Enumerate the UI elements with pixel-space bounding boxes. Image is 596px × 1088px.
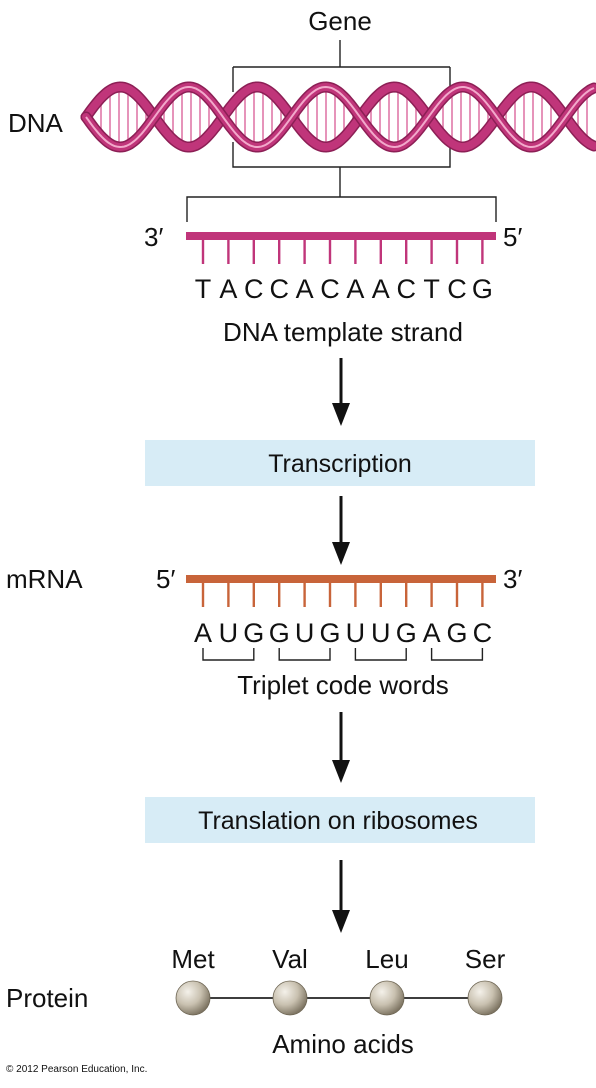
arrow-to-mrna (332, 496, 350, 565)
nucleotide-base: U (346, 618, 366, 648)
amino-acid-label: Leu (365, 944, 408, 974)
nucleotide-base: U (219, 618, 239, 648)
template-bracket (186, 196, 497, 222)
nucleotide-base: T (195, 274, 212, 304)
dna-3prime-label: 3′ (144, 222, 163, 252)
nucleotide-base: A (296, 274, 314, 304)
codon-bracket (278, 648, 331, 661)
helix-strand-highlight (85, 85, 595, 149)
dna-template-ticks (201, 240, 484, 264)
nucleotide-base: G (472, 274, 493, 304)
nucleotide-base: G (243, 618, 264, 648)
amino-acids-label: Amino acids (272, 1029, 414, 1059)
mrna-ticks (201, 583, 484, 607)
nucleotide-base: C (396, 274, 416, 304)
triplet-code-words-label: Triplet code words (237, 670, 448, 700)
nucleotide-base: A (372, 274, 390, 304)
codon-brackets (202, 648, 484, 661)
nucleotide-base: G (396, 618, 417, 648)
helix-strand-back (82, 82, 596, 152)
amino-acid-label: Ser (465, 944, 506, 974)
translation-box (145, 797, 535, 843)
amino-acid-bead (272, 980, 308, 1016)
arrow-to-transcription (332, 358, 350, 426)
dna-double-helix (80, 81, 596, 153)
nucleotide-base: A (194, 618, 212, 648)
nucleotide-base: U (371, 618, 391, 648)
nucleotide-base: C (473, 618, 493, 648)
amino-acid-label: Met (171, 944, 215, 974)
mrna-5prime-label: 5′ (156, 564, 175, 594)
gene-label: Gene (308, 6, 372, 36)
arrow-to-translation (332, 712, 350, 783)
nucleotide-base: G (269, 618, 290, 648)
nucleotide-base: T (423, 274, 440, 304)
codon-bracket (354, 648, 407, 661)
nucleotide-base: C (320, 274, 340, 304)
translation-label: Translation on ribosomes (198, 807, 478, 835)
amino-acid-chain: Met Val Leu Ser (171, 944, 506, 1016)
nucleotide-base: A (423, 618, 441, 648)
amino-acid-bead (175, 980, 211, 1016)
transcription-box (145, 440, 535, 486)
nucleotide-base: C (244, 274, 264, 304)
nucleotide-base: G (446, 618, 467, 648)
nucleotide-base: C (269, 274, 289, 304)
mrna-3prime-label: 3′ (503, 564, 522, 594)
dna-5prime-label: 5′ (503, 222, 522, 252)
dna-template-backbone (186, 232, 496, 240)
nucleotide-base: G (319, 618, 340, 648)
dna-template-strand-label: DNA template strand (223, 317, 463, 347)
codon-bracket (202, 648, 255, 661)
nucleotide-base: A (219, 274, 237, 304)
amino-acid-label: Val (272, 944, 308, 974)
dna-label: DNA (8, 108, 64, 138)
amino-acid-bead (369, 980, 405, 1016)
mrna-backbone (186, 575, 496, 583)
protein-label: Protein (6, 983, 88, 1013)
nucleotide-base: U (295, 618, 315, 648)
arrow-to-protein (332, 860, 350, 933)
gene-bottom-bracket (232, 142, 451, 197)
mrna-label: mRNA (6, 564, 83, 594)
codon-bracket (430, 648, 484, 661)
nucleotide-base: C (447, 274, 467, 304)
amino-acid-bead (467, 980, 503, 1016)
transcription-label: Transcription (268, 450, 412, 478)
copyright-notice: © 2012 Pearson Education, Inc. (6, 1064, 147, 1075)
gene-top-bracket (232, 40, 451, 92)
nucleotide-base: A (346, 274, 364, 304)
